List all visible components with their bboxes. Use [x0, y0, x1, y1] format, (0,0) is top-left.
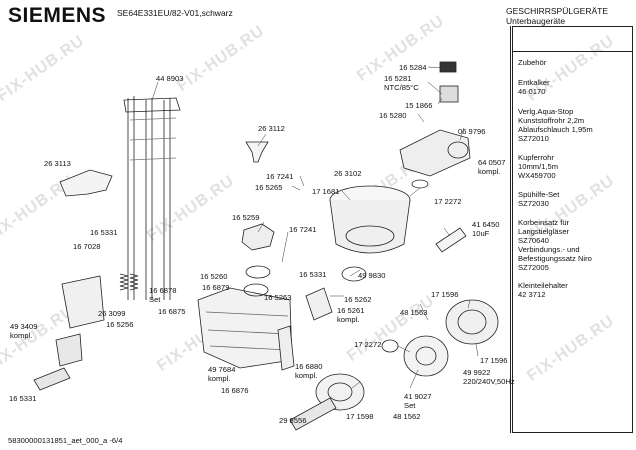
part-label: 49 3409 kompl.: [10, 322, 38, 340]
part-label: 16 6879: [202, 283, 230, 292]
part-label: 44 8903: [156, 74, 184, 83]
document-id: 58300000131851_aet_000_a -6/4: [8, 436, 123, 445]
part-label: 17 1596: [480, 356, 508, 365]
heating-element-drawing: [277, 325, 295, 371]
funnel-part-drawing: [245, 141, 269, 163]
part-label: 15 1866: [405, 101, 433, 110]
part-label: 06 9796: [458, 127, 486, 136]
accessory-item: Spühilfe-Set SZ72030: [518, 190, 560, 208]
part-label: 16 5263: [264, 293, 292, 302]
part-label: 17 1598: [346, 412, 374, 421]
seal-ring-drawing: [245, 265, 271, 279]
part-label: 49 9830: [358, 271, 386, 280]
accessory-item: Kleinteilehalter 42 3712: [518, 281, 568, 299]
part-label: 29 8556: [279, 416, 307, 425]
part-label: 16 7028: [73, 242, 101, 251]
part-label: 16 5284: [399, 63, 427, 72]
sump-drawing: [329, 185, 411, 282]
accessory-item: Entkalker 46 0170: [518, 78, 550, 96]
part-label: 16 5260: [200, 272, 228, 281]
part-label: 26 3102: [334, 169, 362, 178]
part-label: 16 5331: [299, 270, 327, 279]
part-label: 16 5280: [379, 111, 407, 120]
part-label: 16 7241: [266, 172, 294, 181]
part-label: 16 5259: [232, 213, 260, 222]
brand-logo: SIEMENS: [8, 4, 107, 27]
seal-ring-drawing: [243, 283, 269, 297]
category-title: GESCHIRRSPÜLGERÄTE: [506, 6, 609, 16]
impeller-drawing: [403, 335, 449, 377]
part-label: 16 6878 Set: [149, 286, 177, 304]
part-label: 17 2272: [354, 340, 382, 349]
part-label: 16 6876: [221, 386, 249, 395]
part-label: 26 3113: [44, 159, 71, 168]
seal-ring-drawing: [411, 179, 429, 189]
part-label: 16 6880 kompl.: [295, 362, 323, 380]
part-label: 16 5256: [106, 320, 134, 329]
corrugated-hose-drawing: [33, 367, 71, 391]
seal-ring-drawing: [381, 339, 399, 353]
accessory-heading: Zubehör: [518, 58, 547, 67]
circulation-pump-drawing: [445, 299, 499, 345]
part-label: 16 5262: [344, 295, 372, 304]
part-label: 49 9922 220/240V,50Hz: [463, 368, 515, 386]
part-label: 17 2272: [434, 197, 462, 206]
part-label: 49 7684 kompl.: [208, 365, 236, 383]
part-label: 48 1562: [393, 412, 421, 421]
part-label: 16 5265: [255, 183, 283, 192]
part-label: 41 6450 10uF: [472, 220, 500, 238]
sidebar-divider: [510, 26, 511, 433]
part-label: 26 3099: [98, 309, 126, 318]
sidebar-header-box: [512, 26, 633, 52]
hose-drawing: [289, 397, 337, 431]
accessory-item: Kupferrohr 10mm/1,5m WX459700: [518, 153, 559, 180]
pressure-switch-drawing: [305, 287, 333, 321]
part-label: 41 9027 Set: [404, 392, 432, 410]
part-label: 17 1681: [312, 187, 340, 196]
part-label: 17 1596: [431, 290, 459, 299]
aquastop-valve-drawing: [399, 61, 471, 177]
capacitor-drawing: [435, 227, 467, 253]
part-label: 16 5261 kompl.: [337, 306, 365, 324]
part-label: 16 5281 NTC/85°C: [384, 74, 419, 92]
category-subtitle: Unterbaugeräte: [506, 16, 566, 26]
bracket-drawing: [61, 275, 105, 329]
heater-pipe-drawing: [123, 96, 181, 300]
part-label: 26 3112: [258, 124, 285, 133]
accessory-item: Korbeinsatz für Langstielgläser SZ70640 …: [518, 218, 592, 272]
accessory-item: Verlg.Aqua-Stop Kunststoffrohr 2,2m Abla…: [518, 107, 593, 143]
part-label: 64 0507 kompl.: [478, 158, 506, 176]
part-label: 16 5331: [9, 394, 37, 403]
spring-drawing: [129, 273, 139, 291]
accessories-panel: Zubehör Entkalker 46 0170 Verlg.Aqua-Sto…: [512, 51, 633, 433]
part-label: 16 6875: [158, 307, 186, 316]
part-label: 48 1563: [400, 308, 428, 317]
spring-drawing: [119, 273, 129, 291]
clip-part-drawing: [59, 169, 113, 197]
nut-drawing: [241, 223, 275, 251]
bracket-drawing: [55, 333, 83, 367]
part-label: 16 5331: [90, 228, 118, 237]
model-number: SE64E331EU/82-V01,schwarz: [117, 8, 233, 18]
leader-lines: [151, 66, 479, 389]
part-label: 16 7241: [289, 225, 317, 234]
